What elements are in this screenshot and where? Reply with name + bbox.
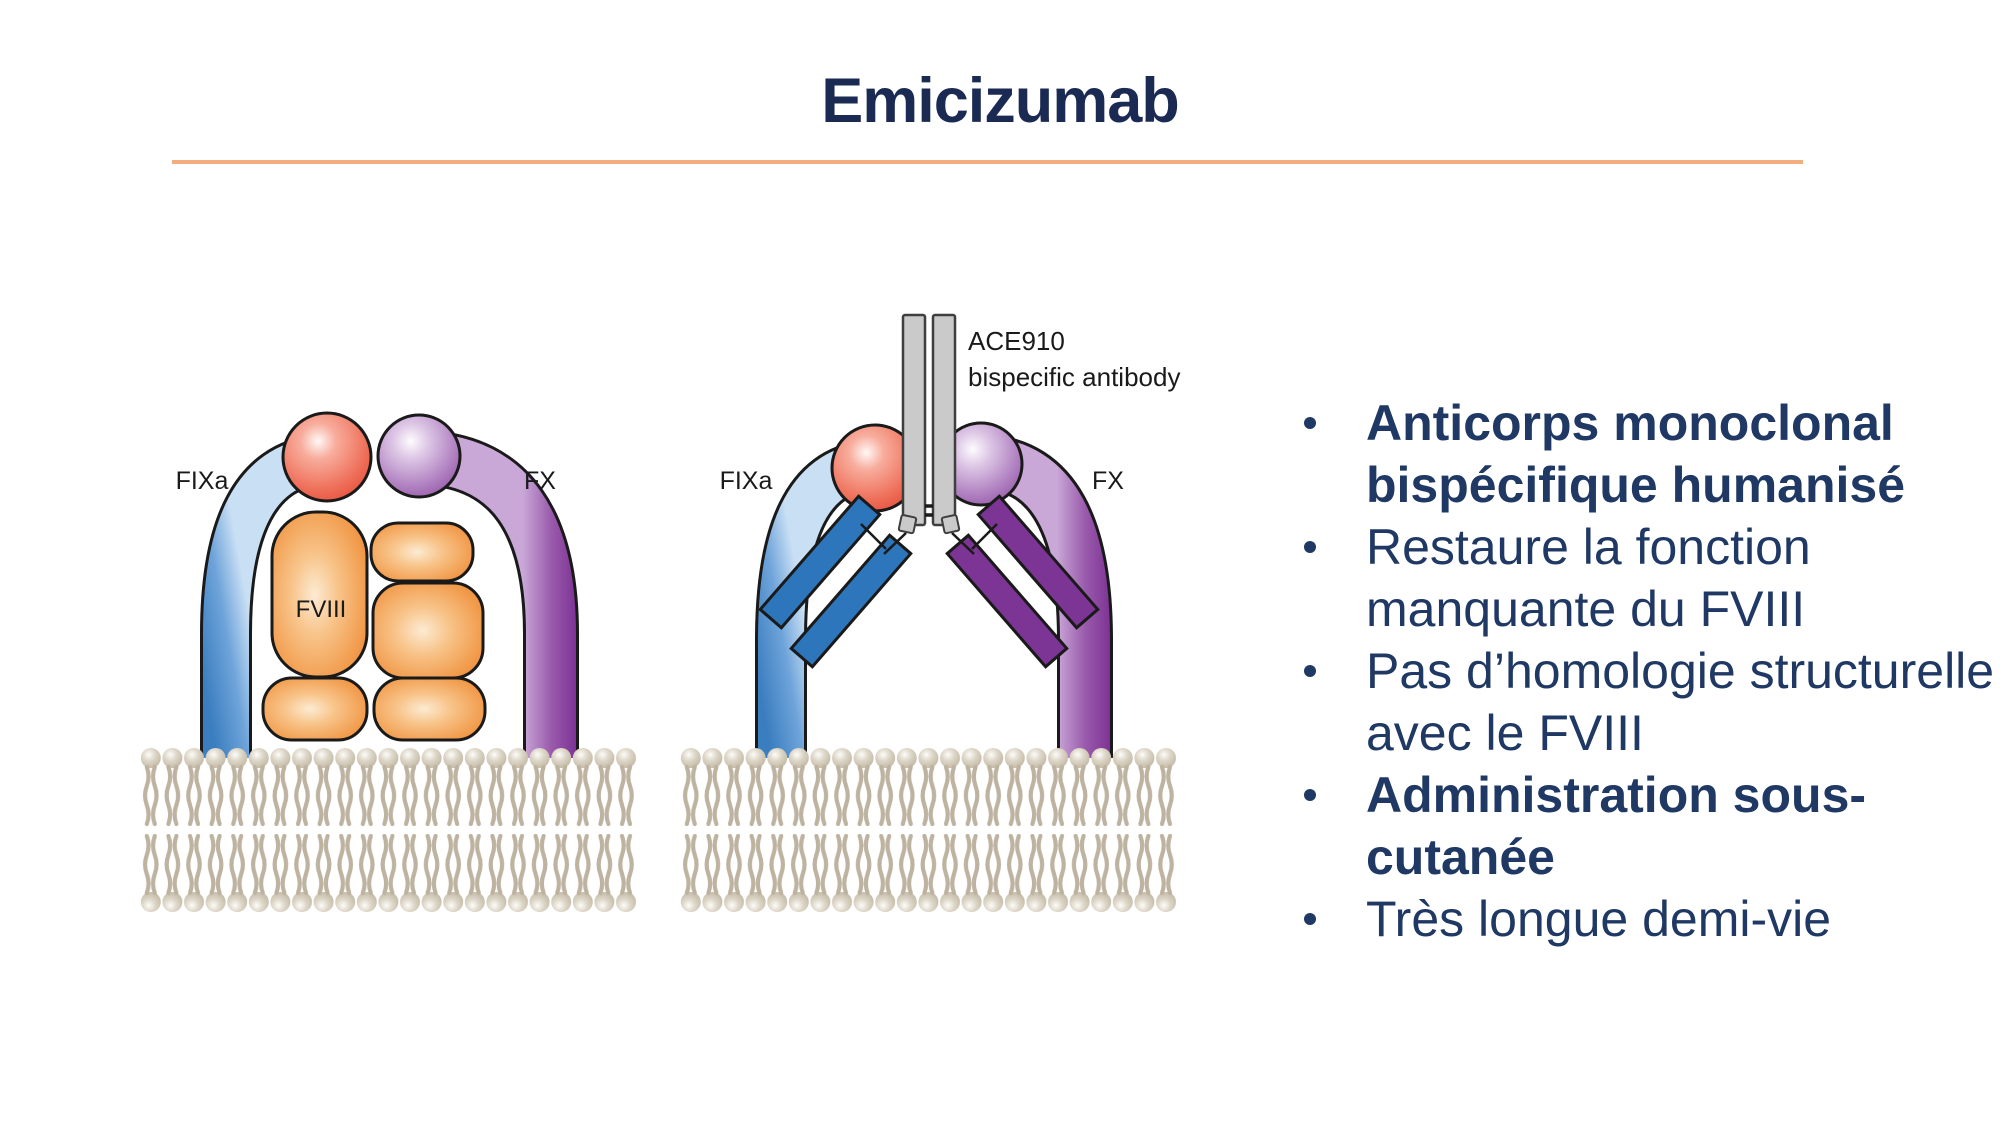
fc-stub-right bbox=[940, 514, 961, 535]
fviii-label: FVIII bbox=[296, 596, 347, 623]
bullet-list: Anticorps monoclonal bispécifique humani… bbox=[1296, 392, 2000, 950]
membrane-1 bbox=[140, 748, 637, 912]
ace910-annotation-line2: bispecific antibody bbox=[968, 362, 1180, 392]
fx-label-2: FX bbox=[1092, 467, 1124, 495]
bullet-text: Pas d’homologie structurelle avec le FVI… bbox=[1366, 643, 1995, 761]
bullet-dot bbox=[1304, 417, 1316, 429]
anti-fixa-fab bbox=[758, 494, 913, 669]
fixa-label-2: FIXa bbox=[720, 467, 773, 495]
fc-hinge-bonds bbox=[925, 504, 933, 517]
bullet-text: Très longue demi-vie bbox=[1366, 891, 1832, 947]
anti-fx-fab bbox=[945, 494, 1100, 669]
diagram-fviii-complex: FIXa FX FVIII bbox=[140, 411, 637, 912]
list-item: Restaure la fonction manquante du FVIII bbox=[1296, 516, 2000, 640]
diagram-ace910-complex: FIXa FX ACE910 bispecific antibody bbox=[680, 313, 1180, 912]
list-item: Administration sous-cutanée bbox=[1296, 764, 2000, 888]
list-item: Très longue demi-vie bbox=[1296, 888, 2000, 950]
fviii-domain-mid-right bbox=[371, 581, 485, 680]
list-item: Pas d’homologie structurelle avec le FVI… bbox=[1296, 640, 2000, 764]
fviii-domain-bottom-left bbox=[261, 676, 369, 742]
fixa-label-1: FIXa bbox=[176, 467, 229, 495]
bullet-text: Restaure la fonction manquante du FVIII bbox=[1366, 519, 1811, 637]
bullet-dot bbox=[1304, 665, 1316, 677]
bullet-text: Anticorps monoclonal bispécifique humani… bbox=[1366, 395, 1906, 513]
fc-bar-left bbox=[901, 313, 927, 527]
bullet-list-items: Anticorps monoclonal bispécifique humani… bbox=[1296, 392, 2000, 950]
page-title: Emicizumab bbox=[821, 66, 1180, 136]
ace910-annotation-line1: ACE910 bbox=[968, 326, 1065, 356]
fx-head-ball bbox=[376, 413, 462, 499]
bullet-dot bbox=[1304, 913, 1316, 925]
fviii-domain-top-right bbox=[369, 521, 475, 583]
fab-connectors bbox=[860, 523, 998, 555]
fixa-head-ball bbox=[281, 411, 373, 503]
membrane-2 bbox=[680, 748, 1177, 912]
fviii-domain-large bbox=[270, 510, 369, 679]
title-divider bbox=[172, 160, 1803, 164]
fc-stub-left bbox=[897, 514, 918, 535]
fviii-domains bbox=[261, 510, 487, 742]
bullet-dot bbox=[1304, 789, 1316, 801]
list-item: Anticorps monoclonal bispécifique humani… bbox=[1296, 392, 2000, 516]
ace910-fc-bars bbox=[897, 313, 961, 535]
bullet-dot bbox=[1304, 541, 1316, 553]
fc-bar-right bbox=[931, 313, 957, 527]
fviii-domain-bottom-right bbox=[372, 676, 487, 742]
fx-label-1: FX bbox=[524, 467, 556, 495]
bullet-text: Administration sous-cutanée bbox=[1366, 767, 1867, 885]
